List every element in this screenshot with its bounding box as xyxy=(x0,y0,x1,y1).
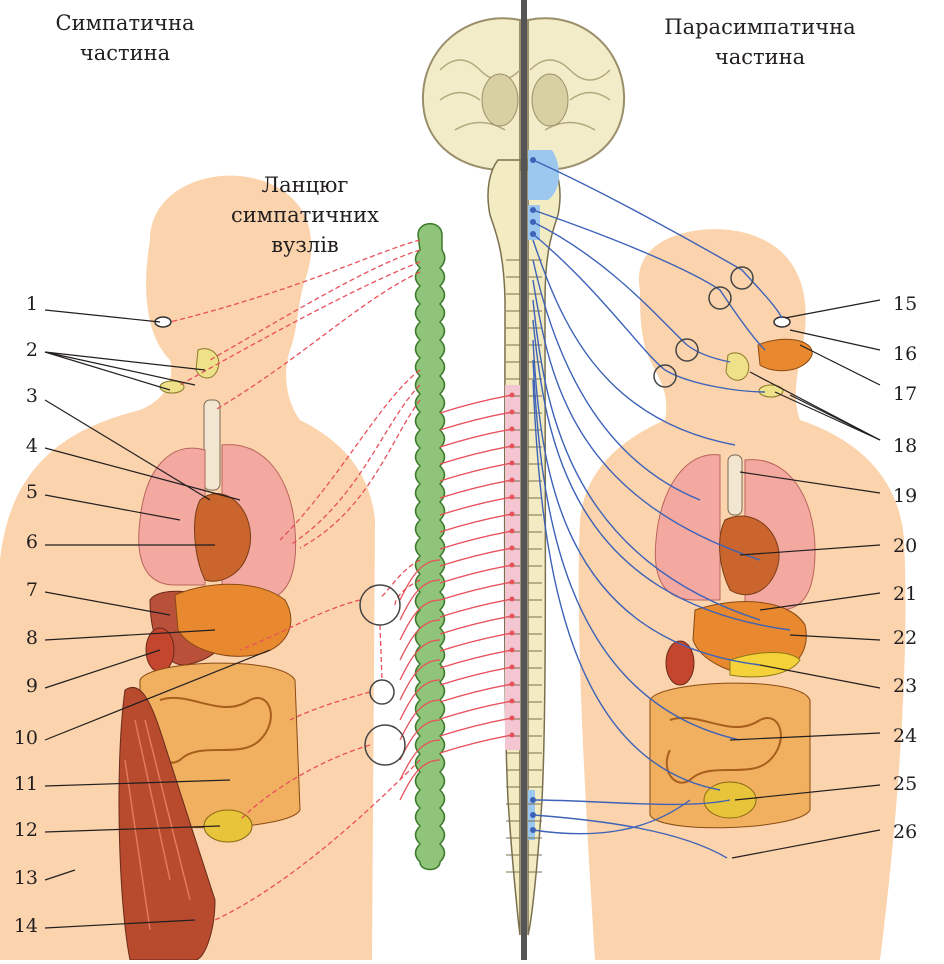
right-lacrimal-gland xyxy=(758,339,812,370)
parasympathetic-heading: Парасимпатична частина xyxy=(660,12,860,72)
label-26: 26 xyxy=(893,821,917,843)
leader-line-17 xyxy=(800,345,880,385)
label-16: 16 xyxy=(893,343,917,365)
label-12: 12 xyxy=(14,819,38,841)
sympathetic-heading-line2: частина xyxy=(50,38,200,68)
chain-heading: Ланцюг симпатичних вузлів xyxy=(185,170,425,260)
label-8: 8 xyxy=(26,627,38,649)
label-15: 15 xyxy=(893,293,917,315)
parasympathetic-heading-line1: Парасимпатична xyxy=(660,12,860,42)
label-5: 5 xyxy=(26,481,38,503)
label-3: 3 xyxy=(26,385,38,407)
label-4: 4 xyxy=(26,435,38,457)
label-6: 6 xyxy=(26,531,38,553)
right-parotid-gland xyxy=(726,353,749,380)
label-10: 10 xyxy=(14,727,38,749)
label-24: 24 xyxy=(893,725,917,747)
leader-line-1 xyxy=(45,310,160,322)
right-eye xyxy=(774,317,790,327)
label-19: 19 xyxy=(893,485,917,507)
parasympathetic-heading-line2: частина xyxy=(660,42,860,72)
label-7: 7 xyxy=(26,579,38,601)
right-trachea xyxy=(728,455,742,515)
label-1: 1 xyxy=(26,293,38,315)
left-trachea xyxy=(204,400,220,490)
leader-line-2 xyxy=(45,352,170,390)
sympathetic-heading: Симпатична частина xyxy=(50,8,200,68)
label-9: 9 xyxy=(26,675,38,697)
label-11: 11 xyxy=(14,773,38,795)
left-salivary-gland-small xyxy=(160,381,184,393)
label-13: 13 xyxy=(14,867,38,889)
label-21: 21 xyxy=(893,583,917,605)
label-25: 25 xyxy=(893,773,917,795)
sympathetic-heading-line1: Симпатична xyxy=(50,8,200,38)
sympathetic-chain xyxy=(416,224,445,870)
label-2: 2 xyxy=(26,339,38,361)
chain-heading-line1: Ланцюг симпатичних xyxy=(185,170,425,230)
chain-heading-line2: вузлів xyxy=(185,230,425,260)
label-18: 18 xyxy=(893,435,917,457)
left-salivary-gland xyxy=(196,349,219,378)
label-23: 23 xyxy=(893,675,917,697)
label-14: 14 xyxy=(14,915,38,937)
label-22: 22 xyxy=(893,627,917,649)
label-17: 17 xyxy=(893,383,917,405)
label-20: 20 xyxy=(893,535,917,557)
